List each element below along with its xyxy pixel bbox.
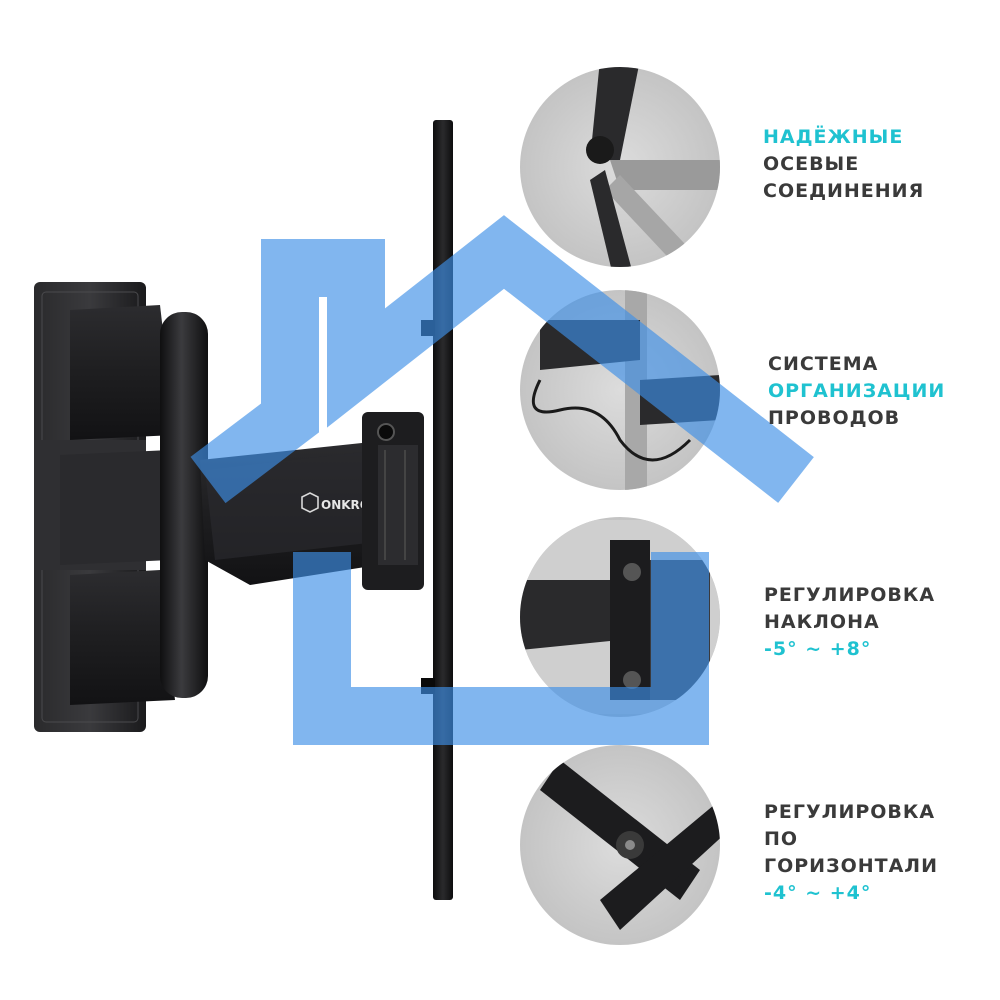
feature-line: ПО — [764, 828, 799, 850]
feature-line: РЕГУЛИРОВКА — [764, 584, 936, 606]
feature-line: НАКЛОНА — [764, 611, 880, 633]
feature-axial-joints: НАДЁЖНЫЕ ОСЕВЫЕ СОЕДИНЕНИЯ — [763, 124, 924, 205]
tilt-bracket — [362, 412, 424, 590]
feature-cable-management: СИСТЕМА ОРГАНИЗАЦИИ ПРОВОДОВ — [768, 351, 945, 432]
feature-swivel-adjustment: РЕГУЛИРОВКА ПО ГОРИЗОНТАЛИ -4° ~ +4° — [764, 799, 938, 907]
detail-axial-joints — [520, 67, 720, 267]
detail-swivel — [520, 745, 720, 945]
feature-line: ПРОВОДОВ — [768, 407, 901, 429]
arm-pivot-cylinder — [160, 312, 208, 698]
feature-line: ОСЕВЫЕ — [763, 153, 860, 175]
feature-tilt-adjustment: РЕГУЛИРОВКА НАКЛОНА -5° ~ +8° — [764, 582, 935, 663]
feature-line: ОРГАНИЗАЦИИ — [768, 380, 946, 402]
feature-line: ГОРИЗОНТАЛИ — [764, 855, 938, 877]
feature-line: СИСТЕМА — [768, 353, 879, 375]
feature-range: -5° ~ +8° — [764, 638, 872, 660]
feature-range: -4° ~ +4° — [764, 882, 872, 904]
feature-line: НАДЁЖНЫЕ — [763, 126, 904, 148]
feature-line: СОЕДИНЕНИЯ — [763, 180, 925, 202]
feature-line: РЕГУЛИРОВКА — [764, 801, 936, 823]
